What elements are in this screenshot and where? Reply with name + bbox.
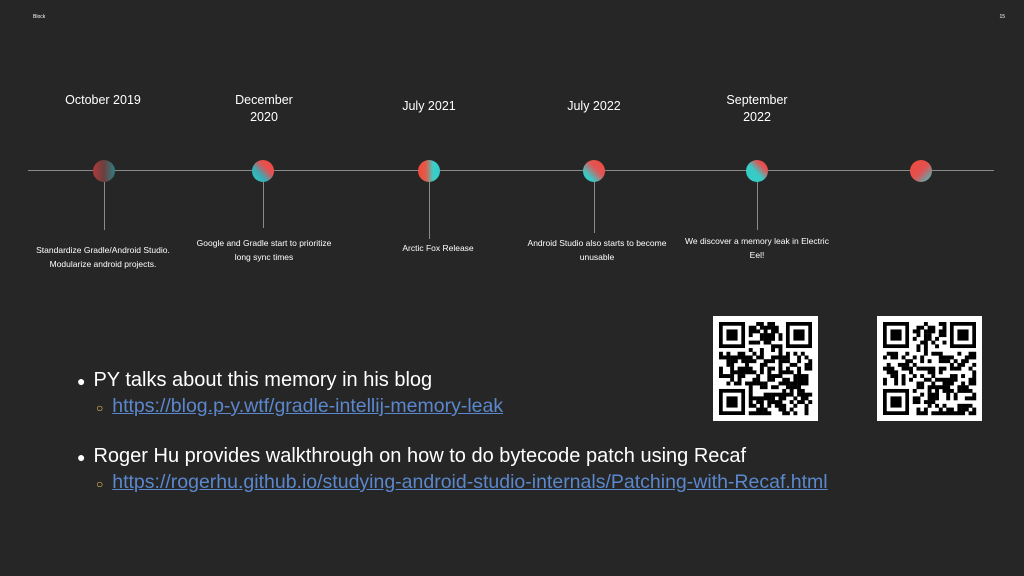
- qr-code-walkthrough[interactable]: [877, 316, 982, 421]
- bullet-1: ● PY talks about this memory in his blog: [77, 369, 432, 392]
- page-number: 15: [999, 14, 1005, 20]
- timeline-date-1: October 2019: [65, 93, 141, 107]
- blog-link[interactable]: https://blog.p-y.wtf/gradle-intellij-mem…: [112, 395, 504, 417]
- qr-code-blog[interactable]: [713, 316, 818, 421]
- timeline-event-5: We discover a memory leak in Electric Ee…: [685, 236, 829, 260]
- timeline-event-1: Standardize Gradle/Android Studio. Modul…: [36, 245, 170, 269]
- timeline-node-6: [910, 160, 932, 182]
- timeline-node-1: [93, 160, 115, 182]
- bullet-2-text: Roger Hu provides walkthrough on how to …: [93, 445, 747, 467]
- circle-bullet-icon: ○: [96, 401, 104, 415]
- timeline-line: [28, 170, 994, 171]
- bullet-dot-icon: ●: [77, 449, 86, 465]
- sub-bullet-1: ○ https://blog.p-y.wtf/gradle-intellij-m…: [96, 395, 503, 418]
- timeline-date-5: September 2022: [726, 93, 788, 124]
- brand-label: Block: [33, 14, 46, 20]
- timeline-node-3: [418, 160, 440, 182]
- timeline-date-4: July 2022: [567, 99, 621, 113]
- timeline-stem-4: [594, 182, 595, 233]
- timeline-node-5: [746, 160, 768, 182]
- sub-bullet-2: ○ https://rogerhu.github.io/studying-and…: [96, 471, 828, 494]
- timeline-event-2: Google and Gradle start to prioritize lo…: [196, 238, 332, 262]
- timeline-stem-3: [429, 182, 430, 239]
- bullet-dot-icon: ●: [77, 373, 86, 389]
- timeline-date-2: December 2020: [235, 93, 293, 124]
- bullet-2: ● Roger Hu provides walkthrough on how t…: [77, 445, 746, 468]
- walkthrough-link[interactable]: https://rogerhu.github.io/studying-andro…: [112, 471, 828, 493]
- bullet-1-text: PY talks about this memory in his blog: [93, 369, 433, 391]
- timeline-stem-1: [104, 182, 105, 230]
- timeline-event-4: Android Studio also starts to become unu…: [527, 238, 667, 262]
- timeline-stem-5: [757, 182, 758, 230]
- timeline-date-3: July 2021: [402, 99, 456, 113]
- timeline-node-2: [252, 160, 274, 182]
- timeline-node-4: [583, 160, 605, 182]
- timeline-event-3: Arctic Fox Release: [402, 243, 474, 253]
- circle-bullet-icon: ○: [96, 477, 104, 491]
- timeline-stem-2: [263, 182, 264, 228]
